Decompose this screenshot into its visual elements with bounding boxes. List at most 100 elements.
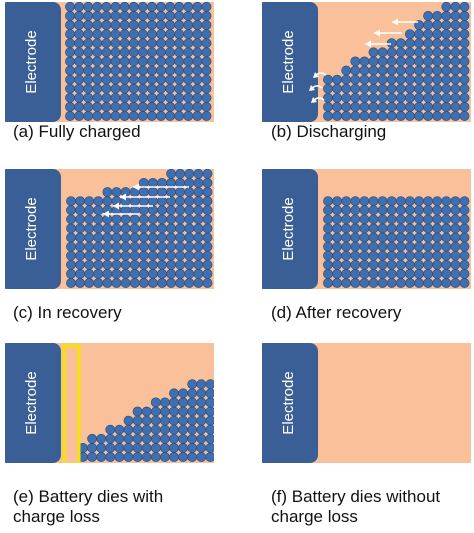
electrode-label: Electrode	[23, 30, 40, 93]
ion	[414, 38, 424, 49]
ion	[404, 83, 415, 94]
ion	[404, 92, 415, 103]
ion	[150, 424, 161, 435]
ion	[123, 443, 134, 453]
ion	[332, 205, 342, 216]
ion	[157, 269, 167, 279]
ion	[432, 259, 443, 270]
ion	[183, 74, 194, 85]
ion	[332, 223, 342, 234]
caption-b: (b) Discharging	[271, 122, 387, 141]
ion	[377, 259, 388, 270]
ion	[414, 102, 424, 112]
ion	[166, 232, 176, 243]
ion	[359, 214, 370, 225]
ion	[156, 111, 166, 121]
ion	[156, 38, 166, 49]
ion	[138, 269, 149, 279]
ion	[423, 259, 433, 270]
ion	[459, 102, 470, 112]
ion	[377, 269, 388, 279]
ion	[119, 20, 130, 30]
ion	[101, 102, 112, 112]
ion	[157, 177, 167, 188]
ion	[128, 38, 139, 49]
ion	[423, 56, 433, 67]
ion	[166, 187, 176, 197]
ion	[184, 169, 195, 179]
ion	[395, 223, 406, 234]
ion	[432, 223, 443, 234]
ion	[129, 232, 140, 243]
ion	[414, 232, 424, 243]
ion	[120, 259, 131, 270]
ion	[395, 205, 406, 216]
ion	[175, 177, 186, 188]
ion	[83, 2, 94, 12]
ion	[193, 196, 204, 206]
ion	[83, 20, 94, 30]
ion	[202, 250, 213, 261]
arrow-head	[392, 18, 398, 26]
ion	[178, 433, 188, 444]
ion	[205, 415, 214, 426]
ion	[341, 269, 352, 279]
ion	[165, 92, 175, 103]
ion	[201, 10, 212, 21]
ion	[368, 241, 379, 252]
ion	[147, 278, 158, 288]
ion	[395, 74, 406, 85]
ion	[110, 83, 121, 94]
ion	[201, 56, 212, 67]
ion	[111, 259, 122, 270]
ion	[128, 56, 139, 67]
ion	[432, 232, 443, 243]
ion	[110, 92, 121, 103]
ion	[65, 111, 75, 121]
ion	[323, 74, 333, 85]
ion	[137, 74, 148, 85]
ion	[65, 47, 75, 58]
ion	[93, 269, 104, 279]
ion	[175, 250, 186, 261]
ion	[432, 47, 443, 58]
ion	[110, 111, 121, 121]
ion	[184, 196, 195, 206]
ion	[404, 232, 415, 243]
ion	[184, 223, 195, 234]
ion	[350, 83, 361, 94]
ion	[157, 259, 167, 270]
ion	[368, 250, 379, 261]
ion	[414, 65, 424, 76]
ion	[165, 38, 175, 49]
ion	[323, 241, 333, 252]
ion	[192, 47, 203, 58]
ion	[175, 214, 186, 225]
ion	[114, 424, 125, 435]
ion	[192, 29, 203, 39]
ion	[332, 83, 342, 94]
ion	[359, 92, 370, 103]
ion	[87, 452, 97, 462]
ion	[92, 74, 103, 85]
ion	[201, 2, 212, 12]
ion	[423, 74, 433, 85]
ion	[332, 214, 342, 225]
ion	[128, 65, 139, 76]
ion	[423, 232, 433, 243]
ion	[196, 397, 207, 408]
ion	[114, 443, 125, 453]
caption-f: (f) Battery dies without charge loss	[271, 487, 441, 526]
ion	[201, 65, 212, 76]
ion	[178, 443, 188, 453]
ion	[441, 205, 452, 216]
ion	[65, 2, 75, 12]
ion	[193, 278, 204, 288]
ion	[175, 187, 186, 197]
ion	[441, 47, 452, 58]
ion	[377, 214, 388, 225]
ion	[202, 214, 213, 225]
ion	[368, 278, 379, 288]
ion	[414, 278, 424, 288]
ion	[175, 259, 186, 270]
